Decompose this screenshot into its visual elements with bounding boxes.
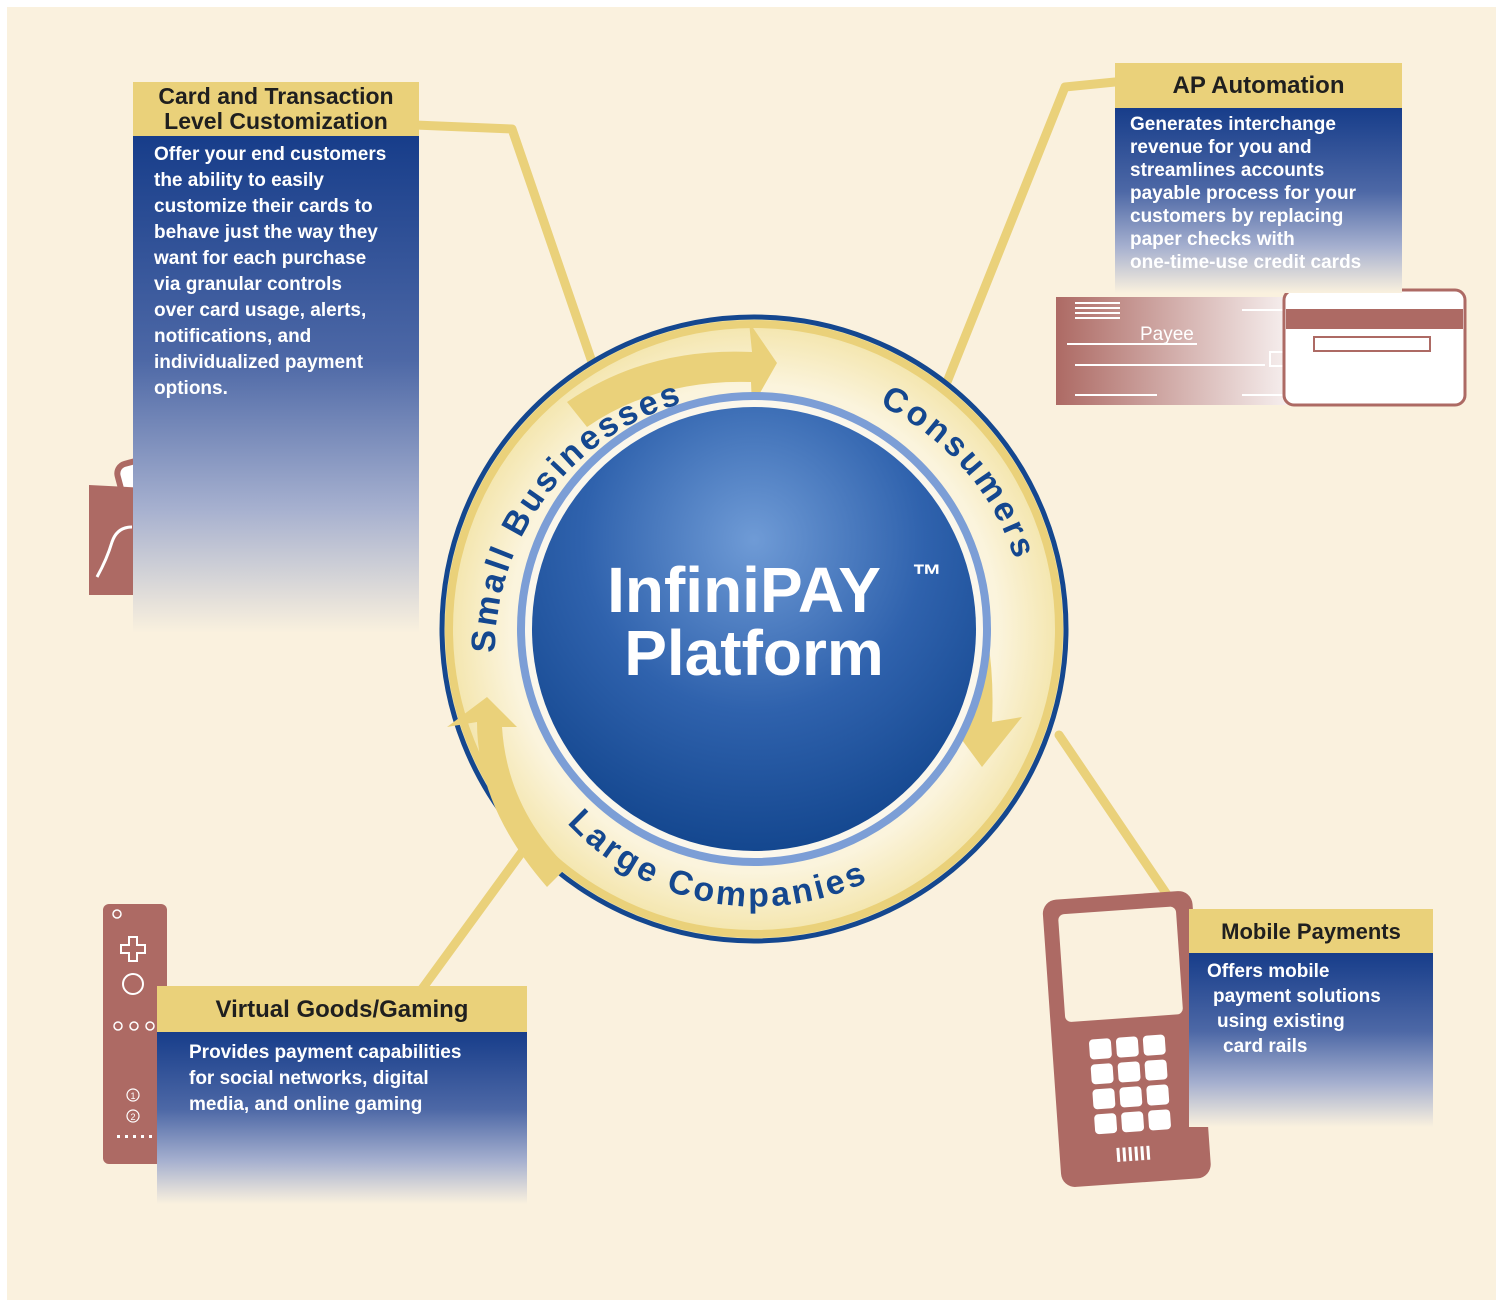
panel-mobile-body-line: card rails [1223, 1036, 1308, 1057]
diagram-graphics: Small Businesses Consumers Large Compani… [89, 77, 1467, 1187]
panel-ap-body: Generates interchange revenue for you an… [1115, 108, 1402, 293]
remote-home-icon [129, 1021, 139, 1031]
remote-a-button-icon [122, 973, 144, 995]
panel-card-body: Offer your end customers the ability to … [133, 136, 419, 633]
panel-card-title-line: Card and Transaction [158, 83, 394, 109]
remote-two-label: 2 [130, 1112, 135, 1122]
center-title-line2: Platform [624, 617, 884, 689]
diagram-canvas: Small Businesses Consumers Large Compani… [7, 7, 1496, 1300]
panel-ap-title: AP Automation [1115, 63, 1402, 108]
panel-card-title-line: Level Customization [164, 108, 388, 134]
panel-gaming-body: Provides payment capabilities for social… [157, 1032, 527, 1204]
panel-ap-body-line: paper checks with [1130, 229, 1295, 250]
panel-card-body-line: behave just the way they [154, 222, 378, 243]
check-lines [1067, 302, 1291, 396]
panel-virtual-goods-gaming: Virtual Goods/Gaming Provides payment ca… [157, 986, 527, 1204]
hand-outline-icon [95, 525, 133, 578]
connector-ap [942, 77, 1120, 387]
connector-gaming [417, 840, 532, 994]
panel-ap-body-line: Generates interchange [1130, 114, 1336, 135]
connector-lines [410, 77, 1177, 994]
phone-speaker-icon [1116, 1145, 1151, 1162]
panel-mobile-payments: Mobile Payments Offers mobile payment so… [1189, 909, 1433, 1127]
remote-led-icon [117, 1135, 152, 1138]
panel-ap-body-line: payable process for your [1130, 183, 1356, 204]
panel-card-body-line: notifications, and [154, 326, 312, 347]
panel-ap-body-line: one-time-use credit cards [1130, 252, 1362, 273]
remote-plus-icon [145, 1021, 155, 1031]
panel-card-body-line: options. [154, 378, 228, 399]
game-remote-icon [103, 904, 167, 1164]
panel-mobile-body: Offers mobile payment solutions using ex… [1189, 953, 1433, 1127]
panel-card-title: Card and Transaction Level Customization [133, 82, 419, 136]
outer-ring-gold [445, 320, 1063, 938]
panel-gaming-title: Virtual Goods/Gaming [157, 986, 527, 1032]
phone-screen-icon [1058, 906, 1183, 1022]
center-title-line1: InfiniPAY [607, 554, 881, 626]
panel-card-body-line: over card usage, alerts, [154, 300, 367, 321]
remote-one-icon [126, 1088, 140, 1102]
payment-card-stripe [1286, 309, 1463, 329]
panel-card-body-line: individualized payment [154, 352, 364, 373]
payment-card-signature-box [1313, 336, 1431, 352]
panel-mobile-body-line: Offers mobile [1207, 961, 1330, 982]
panel-ap-body-line: customers by replacing [1130, 206, 1344, 227]
panel-ap-body-line: revenue for you and [1130, 137, 1312, 158]
panel-gaming-body-line: Provides payment capabilities [189, 1042, 462, 1063]
arrow-left [447, 697, 567, 887]
game-remote-illustration: 1 2 [103, 904, 167, 1164]
panel-gaming-body-line: for social networks, digital [189, 1068, 429, 1089]
check-card-illustration: Payee [1056, 288, 1467, 407]
panel-mobile-title: Mobile Payments [1189, 909, 1433, 953]
center-circle [532, 407, 976, 851]
remote-two-icon [126, 1109, 140, 1123]
panel-ap-body-line: streamlines accounts [1130, 160, 1325, 181]
panel-mobile-body-line: payment solutions [1213, 986, 1381, 1007]
panel-card-body-line: the ability to easily [154, 170, 324, 191]
remote-minus-icon [113, 1021, 123, 1031]
panel-gaming-body-line: media, and online gaming [189, 1094, 423, 1115]
check-payee-label: Payee [1140, 324, 1194, 345]
panel-ap-automation: AP Automation Generates interchange reve… [1115, 63, 1402, 293]
remote-one-label: 1 [130, 1091, 135, 1101]
panel-mobile-body-line: using existing [1217, 1011, 1345, 1032]
connector-mobile [1054, 730, 1177, 907]
connector-card [410, 120, 597, 367]
remote-dpad-icon [120, 936, 146, 962]
panel-card-body-line: via granular controls [154, 274, 342, 295]
panel-card-customization: Card and Transaction Level Customization… [133, 82, 419, 635]
panel-card-body-line: customize their cards to [154, 196, 373, 217]
panel-card-body-line: want for each purchase [154, 248, 367, 269]
panel-card-body-line: Offer your end customers [154, 144, 387, 165]
phone-keypad-icon [1089, 1034, 1171, 1135]
remote-power-icon [112, 909, 122, 919]
arrow-top [567, 322, 777, 427]
mobile-phone-illustration [1042, 891, 1211, 1187]
center-trademark: ™ [912, 559, 942, 592]
